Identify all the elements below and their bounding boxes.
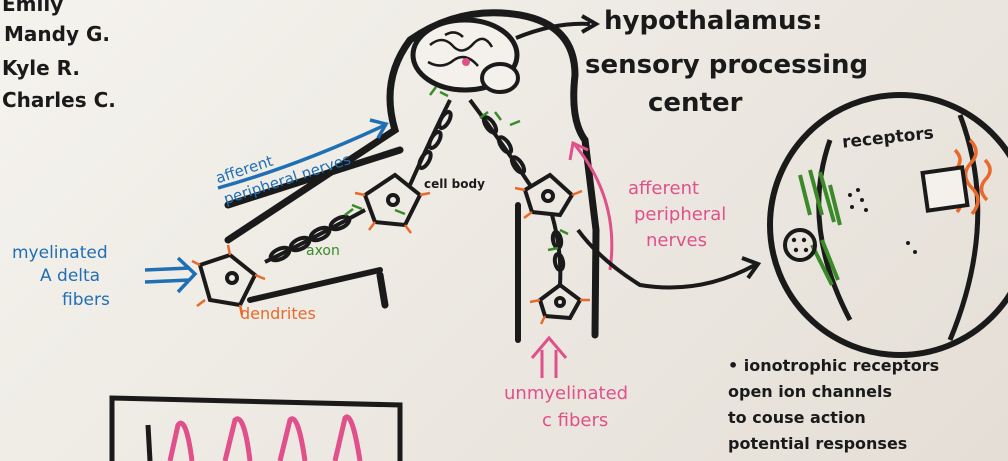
note-line-3: to couse action xyxy=(728,410,866,426)
label-hypothalamus: hypothalamus: xyxy=(604,8,822,34)
label-axon: axon xyxy=(306,244,340,258)
pink-fiber-arrow xyxy=(532,338,566,378)
label-center: center xyxy=(648,90,742,116)
blue-fiber-arrow xyxy=(145,258,195,292)
label-cell-body: cell body xyxy=(424,178,485,190)
label-sensory-processing: sensory processing xyxy=(585,52,868,78)
label-myelinated: myelinated xyxy=(12,245,108,262)
label-unmyelinated: unmyelinated xyxy=(504,385,628,403)
inner-neck xyxy=(380,275,385,305)
label-a-delta: A delta xyxy=(40,268,100,285)
label-dendrites: dendrites xyxy=(240,306,316,322)
note-line-1: • ionotrophic receptors xyxy=(728,358,939,374)
right-neuron-lower xyxy=(540,285,580,318)
membrane-right xyxy=(950,115,978,340)
hypothalamus-dot xyxy=(462,58,470,66)
label-afferent-pink-2: peripheral xyxy=(634,206,726,224)
label-fibers: fibers xyxy=(62,292,110,309)
arm-lower xyxy=(250,270,380,300)
membrane-left xyxy=(819,140,850,320)
action-potential-spikes xyxy=(170,417,360,461)
neurotransmitter-dots xyxy=(792,188,917,254)
receptor-channel xyxy=(923,167,968,210)
name-kyle: Kyle R. xyxy=(2,58,80,78)
cerebellum xyxy=(482,64,518,92)
label-afferent-pink-3: nerves xyxy=(646,232,707,250)
name-mandy: Mandy G. xyxy=(4,24,110,44)
ascending-tract xyxy=(410,100,530,185)
label-c-fibers: c fibers xyxy=(542,412,608,430)
name-charles: Charles C. xyxy=(2,90,116,110)
note-line-2: open ion channels xyxy=(728,384,892,400)
right-neuron-upper xyxy=(525,175,572,285)
box-left-tick xyxy=(148,425,150,461)
name-emily: Emily xyxy=(2,0,63,14)
note-line-4: potential responses xyxy=(728,436,907,452)
label-afferent-pink-1: afferent xyxy=(628,180,699,198)
vesicle xyxy=(785,230,815,260)
synapse-marks xyxy=(345,87,568,250)
